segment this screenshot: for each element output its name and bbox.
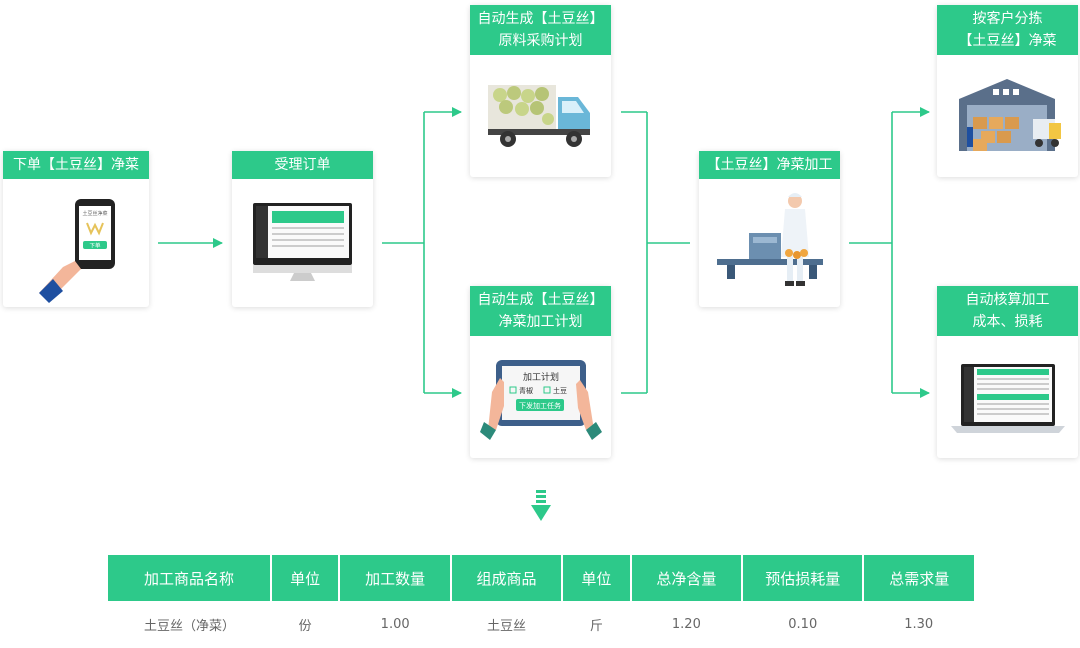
step-purchase-title-line1: 自动生成【土豆丝】 <box>477 11 604 27</box>
table-cell: 斤 <box>589 618 603 634</box>
col-header: 预估损耗量 <box>742 555 865 601</box>
step-purchase-title: 自动生成【土豆丝】 原料采购计划 <box>470 5 611 55</box>
step-sort-title-line2: 【土豆丝】净菜 <box>958 33 1057 49</box>
table-cell: 1.20 <box>671 616 701 632</box>
phone-button: 下单 <box>89 242 101 250</box>
col-header: 总净含量 <box>630 555 744 601</box>
table-cell: 1.00 <box>380 616 410 632</box>
worker-icon <box>717 193 823 286</box>
double-chevron-down-icon <box>531 490 551 521</box>
table-header-row: 加工商品名称 单位 加工数量 组成商品 单位 总净含量 预估损耗量 总需求量 <box>108 555 974 601</box>
processing-summary-table: 加工商品名称 单位 加工数量 组成商品 单位 总净含量 预估损耗量 总需求量 土… <box>108 555 974 647</box>
table-row: 土豆丝（净菜） 份 1.00 土豆丝 斤 1.20 0.10 1.30 <box>108 601 974 647</box>
col-header: 单位 <box>270 555 341 601</box>
step-plan-title-line1: 自动生成【土豆丝】 <box>477 292 604 308</box>
tablet-item-1: 青椒 <box>519 386 533 395</box>
col-header: 加工商品名称 <box>108 555 272 601</box>
step-cost-title-line1: 自动核算加工 <box>965 292 1050 308</box>
phone-title: 土豆丝净菜 <box>82 210 107 217</box>
step-purchase-card: 自动生成【土豆丝】 原料采购计划 <box>470 5 611 177</box>
table-cell: 土豆丝（净菜） <box>143 618 235 634</box>
table-cell: 份 <box>298 618 312 634</box>
step-cost-title-line2: 成本、损耗 <box>972 314 1043 330</box>
col-header: 加工数量 <box>339 555 452 601</box>
table-cell: 1.30 <box>904 616 934 632</box>
laptop-icon <box>951 364 1065 433</box>
monitor-icon <box>253 203 352 281</box>
step-process-title: 【土豆丝】净菜加工 <box>699 151 840 179</box>
step-order-title: 下单【土豆丝】净菜 <box>3 151 149 179</box>
phone-order-icon: 土豆丝净菜 下单 <box>39 199 115 303</box>
col-header: 总需求量 <box>863 555 974 601</box>
tablet-item-2: 土豆 <box>553 386 567 395</box>
step-sort-card: 按客户分拣 【土豆丝】净菜 <box>937 5 1078 177</box>
warehouse-icon <box>959 79 1061 151</box>
step-process-card: 【土豆丝】净菜加工 <box>699 151 840 307</box>
table-cell: 土豆丝 <box>487 618 527 634</box>
truck-icon <box>488 85 590 147</box>
table-cell: 0.10 <box>788 616 818 632</box>
col-header: 组成商品 <box>450 555 564 601</box>
step-accept-card: 受理订单 <box>232 151 373 307</box>
step-cost-title: 自动核算加工 成本、损耗 <box>937 286 1078 336</box>
tablet-title: 加工计划 <box>523 371 559 383</box>
col-header: 单位 <box>562 555 632 601</box>
step-accept-title: 受理订单 <box>232 151 373 179</box>
step-plan-card: 自动生成【土豆丝】 净菜加工计划 加工计划 青椒 土豆 下发加工任务 <box>470 286 611 458</box>
step-sort-title-line1: 按客户分拣 <box>972 11 1043 27</box>
step-cost-card: 自动核算加工 成本、损耗 <box>937 286 1078 458</box>
tablet-icon: 加工计划 青椒 土豆 下发加工任务 <box>480 360 602 440</box>
tablet-button: 下发加工任务 <box>519 401 561 410</box>
step-plan-title-line2: 净菜加工计划 <box>498 314 583 330</box>
step-order-card: 下单【土豆丝】净菜 土豆丝净菜 下单 <box>3 151 149 307</box>
step-sort-title: 按客户分拣 【土豆丝】净菜 <box>937 5 1078 55</box>
step-plan-title: 自动生成【土豆丝】 净菜加工计划 <box>470 286 611 336</box>
step-purchase-title-line2: 原料采购计划 <box>498 33 583 49</box>
